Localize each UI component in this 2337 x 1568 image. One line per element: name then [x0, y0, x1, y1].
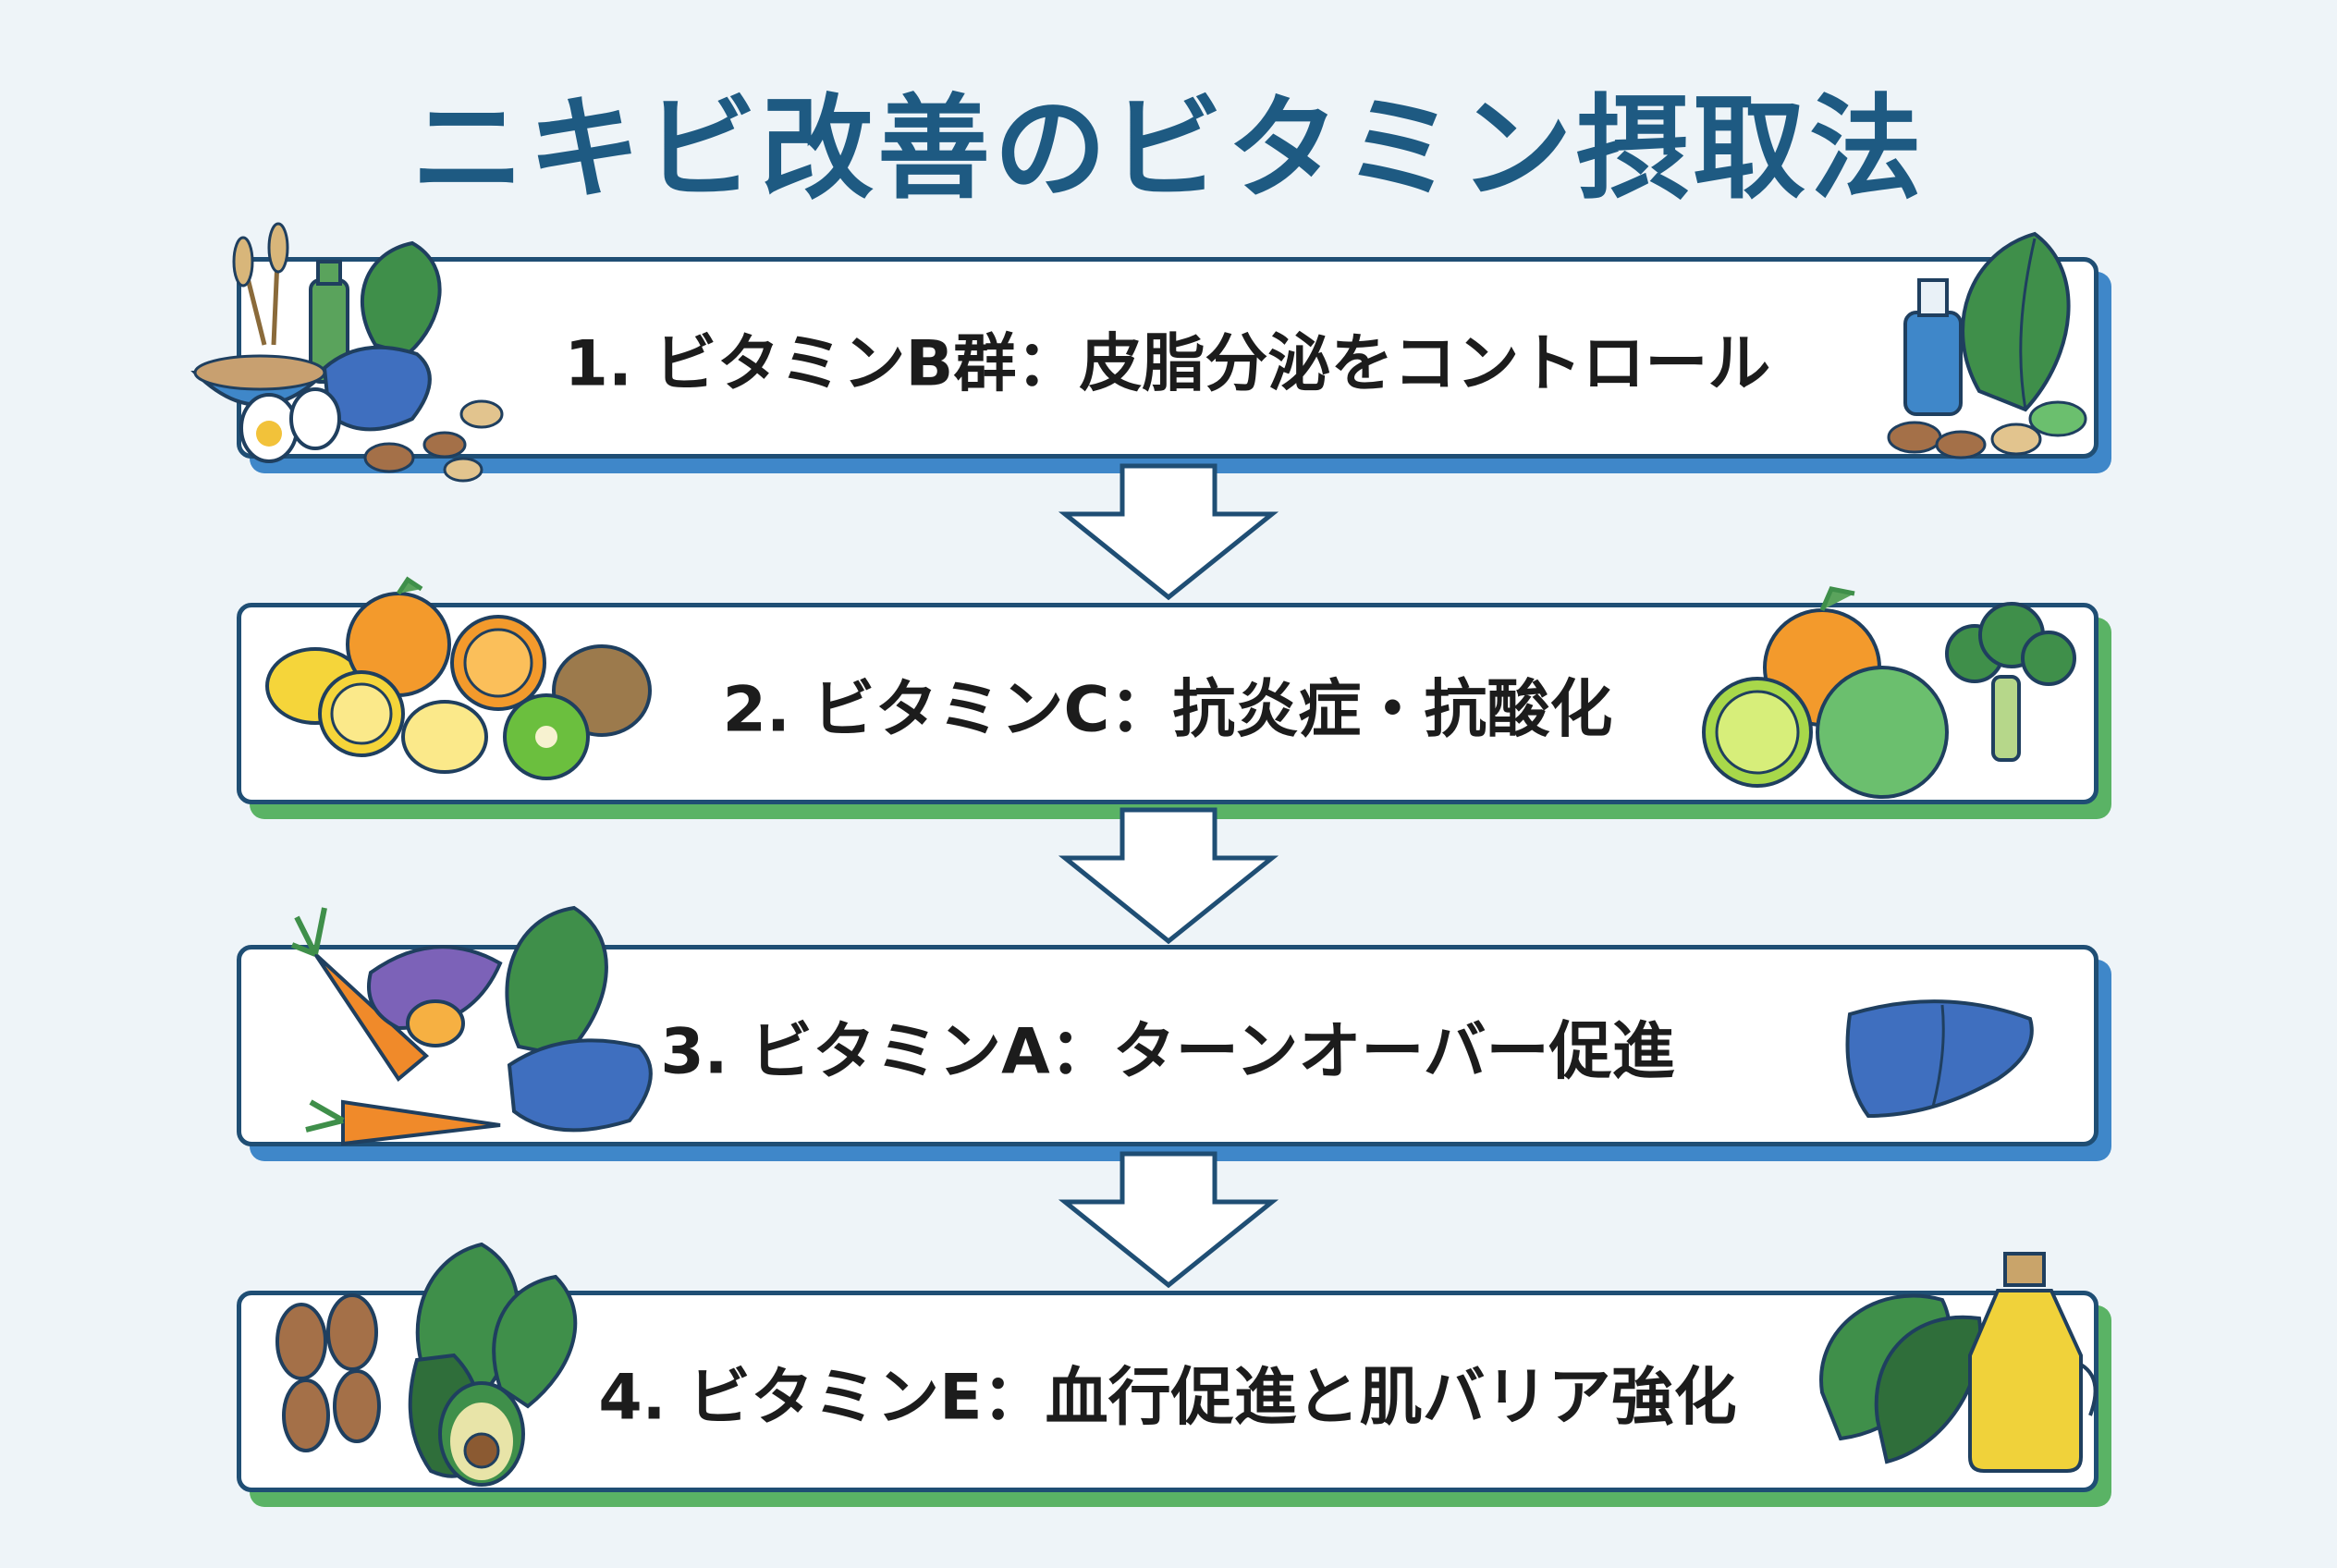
almond-avocado-spinach-icon	[275, 1242, 578, 1487]
lemon-orange-kiwi-icon	[265, 576, 652, 780]
step-3-label: 3. ビタミンA：ターンオーバー促進	[660, 1015, 1675, 1089]
step-2-label: 2. ビタミンC：抗炎症・抗酸化	[722, 673, 1613, 747]
step-3-box: 3. ビタミンA：ターンオーバー促進	[237, 905, 2098, 1146]
citrus-broccoli-icon	[1702, 586, 2076, 799]
carrot-sweet-potato-spinach-liver-icon	[290, 905, 653, 1146]
step-1-label: 1. ビタミンB群：皮脂分泌をコントロール	[564, 327, 1771, 401]
grains-eggs-liver-nuts-icon	[190, 222, 504, 483]
step-4-label: 4. ビタミンE：血行促進と肌バリア強化	[598, 1361, 1737, 1435]
spinach-olive-oil-icon	[1819, 1252, 2098, 1473]
flow-arrow-3	[1058, 1151, 1279, 1289]
step-2-box: 2. ビタミンC：抗炎症・抗酸化	[237, 576, 2098, 804]
liver-icon	[1845, 999, 2034, 1119]
step-4-box: 4. ビタミンE：血行促進と肌バリア強化	[237, 1242, 2098, 1492]
step-1-box: 1. ビタミンB群：皮脂分泌をコントロール	[190, 222, 2098, 483]
flow-arrow-2	[1058, 807, 1279, 945]
flow-arrow-1	[1058, 463, 1279, 601]
page-title: ニキビ改善のビタミン摂取法	[411, 83, 1926, 214]
oil-bottle-spinach-nuts-icon	[1887, 231, 2087, 459]
